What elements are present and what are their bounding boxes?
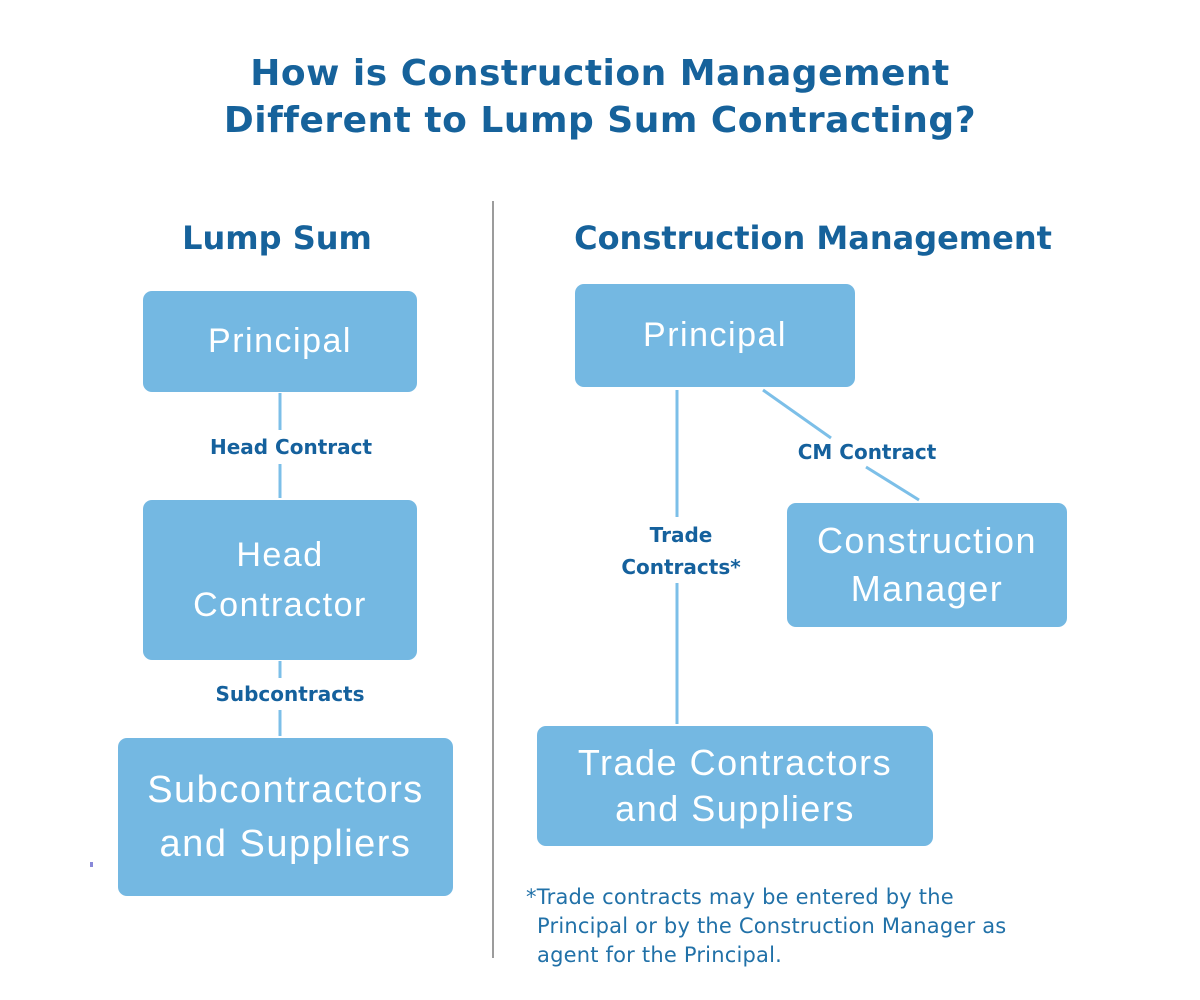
lump-sum-heading: Lump Sum (182, 219, 372, 257)
page-title-line1: How is Construction Management (250, 53, 950, 94)
footnote-line3: agent for the Principal. (537, 943, 782, 967)
subcontractors-box: Subcontractors and Suppliers (118, 738, 453, 896)
lump-principal-box: Principal (143, 291, 417, 392)
trade-contracts-label: Trade Contracts* (621, 523, 741, 579)
footnote-line2: Principal or by the Construction Manager… (537, 914, 1007, 938)
lump-principal-label: Principal (208, 322, 352, 360)
construction-manager-label: Construction Manager (816, 520, 1038, 609)
trade-contracts-footnote: *Trade contracts may be entered by the P… (526, 883, 1006, 970)
construction-management-heading: Construction Management (574, 219, 1052, 257)
page-title-line2: Different to Lump Sum Contracting? (223, 100, 977, 141)
head-contractor-label: Head Contractor (193, 536, 367, 624)
page-title: How is Construction Management Different… (0, 50, 1200, 144)
footnote-line1: *Trade contracts may be entered by the (526, 885, 954, 909)
cm-contract-connector-lower (865, 465, 920, 502)
stray-mark (90, 862, 93, 867)
cm-principal-label: Principal (643, 316, 787, 354)
cm-contract-connector-upper (762, 388, 832, 440)
column-divider (492, 201, 494, 958)
subcontracts-label: Subcontracts (215, 682, 365, 706)
cm-principal-box: Principal (575, 284, 855, 387)
trade-contractors-label: Trade Contractors and Suppliers (577, 742, 893, 829)
subcontractors-label: Subcontractors and Suppliers (147, 769, 424, 865)
construction-manager-box: Construction Manager (787, 503, 1067, 627)
cm-contract-label: CM Contract (797, 440, 937, 464)
head-contractor-box: Head Contractor (143, 500, 417, 660)
head-contract-label: Head Contract (209, 435, 373, 459)
trade-contractors-box: Trade Contractors and Suppliers (537, 726, 933, 846)
